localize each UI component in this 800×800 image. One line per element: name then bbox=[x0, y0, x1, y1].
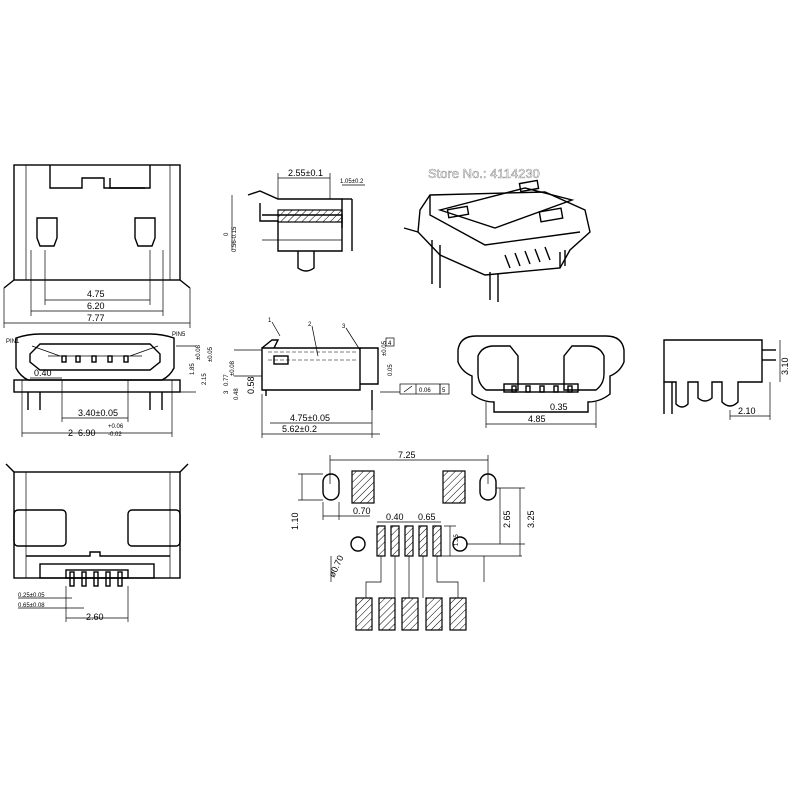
bottom-view: 0.25±0.05 0.65±0.08 2.60 bbox=[5, 463, 189, 622]
front-dim-width: 6.90 bbox=[78, 428, 96, 438]
rear-dim-2: 4.85 bbox=[528, 414, 546, 424]
section-datum-5: 5 bbox=[442, 388, 446, 394]
front-dim-pitch: 0.40 bbox=[34, 368, 52, 378]
end-dim-2: 2.10 bbox=[738, 406, 756, 416]
bottom-dim-3: 2.60 bbox=[86, 612, 104, 622]
side-dim-3: 0.56-0.15 bbox=[232, 226, 238, 252]
front-right-dim-1: 1.85 bbox=[190, 363, 196, 375]
callout-3: 3 bbox=[342, 324, 346, 330]
pcb-footprint: 7.25 1.10 0.70 0.40 0.65 ø0.70 2.65 3.25 bbox=[290, 450, 536, 631]
side-dim-2: 1.05±0.2 bbox=[340, 179, 364, 185]
top-view: 4.75 6.20 7.77 bbox=[3, 164, 191, 328]
pcb-dim-7-25: 7.25 bbox=[398, 450, 416, 460]
end-view: 3.10 2.10 bbox=[663, 339, 790, 420]
pcb-dim-1-35: 1.35 bbox=[454, 534, 460, 546]
side-view: 2.55±0.1 1.05±0.2 0.56-0.15 0 bbox=[224, 168, 365, 272]
isometric-view: Store No.: 4114230 bbox=[403, 166, 591, 302]
callout-1: 1 bbox=[268, 318, 272, 324]
pin5-label: PIN5 bbox=[172, 332, 186, 338]
section-tol-1: ±0.08 bbox=[230, 360, 236, 376]
section-tol-2: ±0.05 bbox=[382, 340, 388, 356]
section-datum-4: 4 bbox=[388, 341, 392, 347]
flatness-value: 0.06 bbox=[419, 388, 431, 394]
front-view: PIN1 PIN5 0.40 3.40±0.05 2 6.90 +0.06 -0… bbox=[6, 332, 214, 438]
bottom-dim-1: 0.25±0.05 bbox=[18, 593, 45, 599]
side-dim-1: 2.55±0.1 bbox=[288, 168, 323, 178]
pcb-dim-0-40: 0.40 bbox=[386, 512, 404, 522]
callout-2: 2 bbox=[308, 322, 312, 328]
front-tol-upper: +0.06 bbox=[108, 424, 124, 430]
rear-view: 0.35 4.85 bbox=[457, 335, 625, 428]
section-dim-5: 5.62±0.2 bbox=[282, 424, 317, 434]
section-dim-3: 0.58 bbox=[246, 376, 256, 394]
section-dim-6: 0.05 bbox=[388, 364, 394, 376]
pcb-dim-0-70: 0.70 bbox=[353, 506, 371, 516]
front-datum: 2 bbox=[68, 428, 73, 438]
front-tol-lower: -0.02 bbox=[108, 432, 122, 438]
top-dim-2: 6.20 bbox=[87, 301, 105, 311]
top-dim-1: 4.75 bbox=[87, 289, 105, 299]
front-dim-span: 3.40±0.05 bbox=[78, 408, 118, 418]
rear-dim-1: 0.35 bbox=[550, 402, 568, 412]
front-right-tol-1: ±0.08 bbox=[196, 344, 202, 360]
section-view: 1 2 3 3 0.77 0.48 ±0.08 0.58 4.75±0.05 5… bbox=[224, 318, 450, 438]
pin1-label: PIN1 bbox=[6, 339, 20, 345]
side-dim-4: 0 bbox=[224, 232, 230, 236]
top-dim-3: 7.77 bbox=[87, 313, 105, 323]
store-watermark: Store No.: 4114230 bbox=[428, 166, 540, 181]
front-right-dim-2: 2.15 bbox=[202, 373, 208, 385]
pcb-dim-3-25: 3.25 bbox=[526, 510, 536, 528]
pcb-dim-hole: ø0.70 bbox=[327, 554, 346, 579]
pcb-dim-2-65: 2.65 bbox=[502, 510, 512, 528]
section-datum-3: 3 bbox=[224, 390, 230, 394]
section-dim-2: 0.48 bbox=[234, 388, 240, 400]
section-dim-1: 0.77 bbox=[224, 374, 230, 386]
pcb-dim-0-65: 0.65 bbox=[418, 512, 436, 522]
section-dim-4: 4.75±0.05 bbox=[290, 413, 330, 423]
front-right-tol-2: ±0.05 bbox=[208, 346, 214, 362]
end-dim-1: 3.10 bbox=[780, 357, 790, 375]
bottom-dim-2: 0.65±0.08 bbox=[18, 603, 45, 609]
pcb-dim-1-10: 1.10 bbox=[290, 512, 300, 530]
